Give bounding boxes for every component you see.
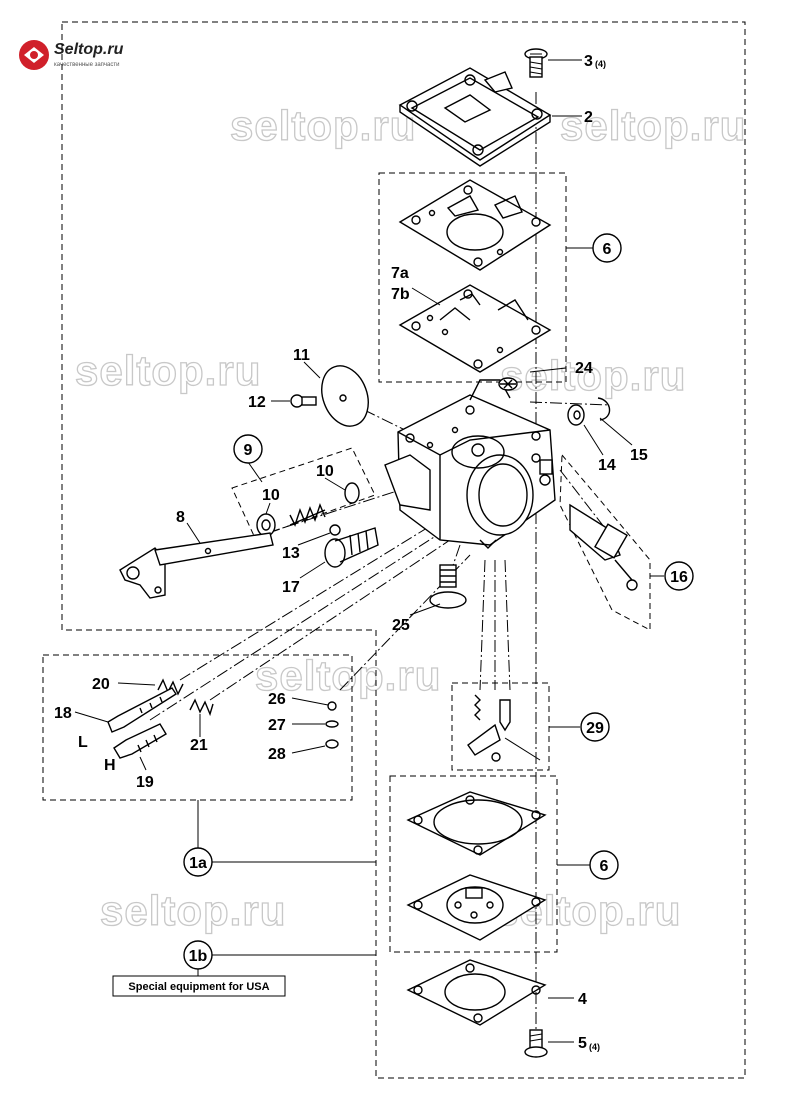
screw-12-icon xyxy=(290,394,317,408)
label-8: 8 xyxy=(176,509,185,526)
small-parts-26-28-icon xyxy=(325,701,339,749)
label-2: 2 xyxy=(584,109,593,126)
label-25: 25 xyxy=(392,617,410,634)
label-5-qty: (4) xyxy=(589,1042,600,1052)
callout-1a-label: 1a xyxy=(189,855,207,872)
ball-13-icon xyxy=(329,524,341,536)
label-10-lower: 10 xyxy=(262,487,280,504)
callout-9-label: 9 xyxy=(244,442,253,459)
filter-24-icon xyxy=(498,377,518,391)
screw-17-icon xyxy=(324,527,379,568)
needle-group-9 xyxy=(231,447,376,539)
usa-note-text: Special equipment for USA xyxy=(128,981,269,993)
callout-1b-label: 1b xyxy=(189,948,208,965)
label-26: 26 xyxy=(268,691,286,708)
cover-4-icon xyxy=(406,959,547,1026)
watermark: seltop.ru xyxy=(255,652,441,699)
label-5: 5 xyxy=(578,1035,587,1052)
diaphragm-7-icon xyxy=(398,284,552,373)
watermark: seltop.ru xyxy=(500,352,686,399)
label-14: 14 xyxy=(598,457,616,474)
leader-lines xyxy=(74,59,664,1043)
label-27: 27 xyxy=(268,717,286,734)
adjust-screw-19-icon xyxy=(113,723,167,759)
callout-9: 9 xyxy=(233,434,263,464)
label-L: L xyxy=(78,734,88,751)
label-18: 18 xyxy=(54,705,72,722)
callout-1a: 1a xyxy=(183,847,213,877)
label-13: 13 xyxy=(282,545,300,562)
throttle-shaft-8-icon xyxy=(119,532,274,599)
label-24: 24 xyxy=(575,360,593,377)
clip-15-icon xyxy=(597,397,611,421)
label-H: H xyxy=(104,757,116,774)
gasket-group-top xyxy=(378,172,567,383)
primer-16-icon xyxy=(569,503,638,591)
screw-5-icon xyxy=(524,1029,548,1058)
needle-spring-9-icon xyxy=(256,482,360,537)
label-10-upper: 10 xyxy=(316,463,334,480)
watermark: seltop.ru xyxy=(230,102,416,149)
label-7a: 7a xyxy=(391,265,409,282)
usa-note: Special equipment for USA xyxy=(112,975,286,997)
seltop-logo: Seltop.ru качественные запчасти xyxy=(19,40,124,70)
label-20: 20 xyxy=(92,676,110,693)
label-28: 28 xyxy=(268,746,286,763)
spring-21-icon xyxy=(189,698,214,717)
label-21: 21 xyxy=(190,737,208,754)
watermark: seltop.ru xyxy=(100,887,286,934)
label-19: 19 xyxy=(136,774,154,791)
adjust-screw-kit-1a xyxy=(42,654,353,801)
label-3-qty: (4) xyxy=(595,59,606,69)
callout-29-label: 29 xyxy=(586,720,604,737)
callout-1b: 1b xyxy=(183,940,213,970)
part-labels: 3 (4) 2 7a 7b 11 12 24 14 15 10 10 8 13 … xyxy=(54,53,648,1052)
label-12: 12 xyxy=(248,394,266,411)
callout-6-top: 6 xyxy=(592,233,622,263)
label-3: 3 xyxy=(584,53,593,70)
callout-6-top-label: 6 xyxy=(603,241,612,258)
label-7b: 7b xyxy=(391,286,410,303)
gasket-group-bottom xyxy=(389,775,558,953)
callout-16-label: 16 xyxy=(670,569,688,586)
nozzle-25-icon xyxy=(429,564,467,609)
adjust-screw-18-icon xyxy=(107,687,177,733)
watermark: seltop.ru xyxy=(560,102,746,149)
washer-14-icon xyxy=(567,404,585,426)
valve-kit-29-icon xyxy=(467,694,541,762)
pump-cover-2-icon xyxy=(398,67,552,167)
metering-diaphragm-icon xyxy=(406,874,547,941)
label-17: 17 xyxy=(282,579,300,596)
label-11: 11 xyxy=(293,347,310,364)
valve-plate-11-icon xyxy=(321,365,369,427)
callout-6-bottom: 6 xyxy=(589,850,619,880)
label-15: 15 xyxy=(630,447,648,464)
logo-tagline: качественные запчасти xyxy=(54,62,119,68)
callout-29: 29 xyxy=(580,712,610,742)
spring-20-icon xyxy=(157,678,184,696)
gasket-6-bottom-icon xyxy=(406,791,547,856)
label-4: 4 xyxy=(578,991,587,1008)
watermark: seltop.ru xyxy=(75,347,261,394)
screw-3-icon xyxy=(524,48,548,78)
callout-16: 16 xyxy=(664,561,694,591)
logo-brand: Seltop.ru xyxy=(54,41,124,58)
gasket-6-top-icon xyxy=(398,179,552,271)
callout-6-bottom-label: 6 xyxy=(600,858,609,875)
assembly-boundary xyxy=(61,21,746,1079)
carburetor-body-icon xyxy=(384,379,556,549)
